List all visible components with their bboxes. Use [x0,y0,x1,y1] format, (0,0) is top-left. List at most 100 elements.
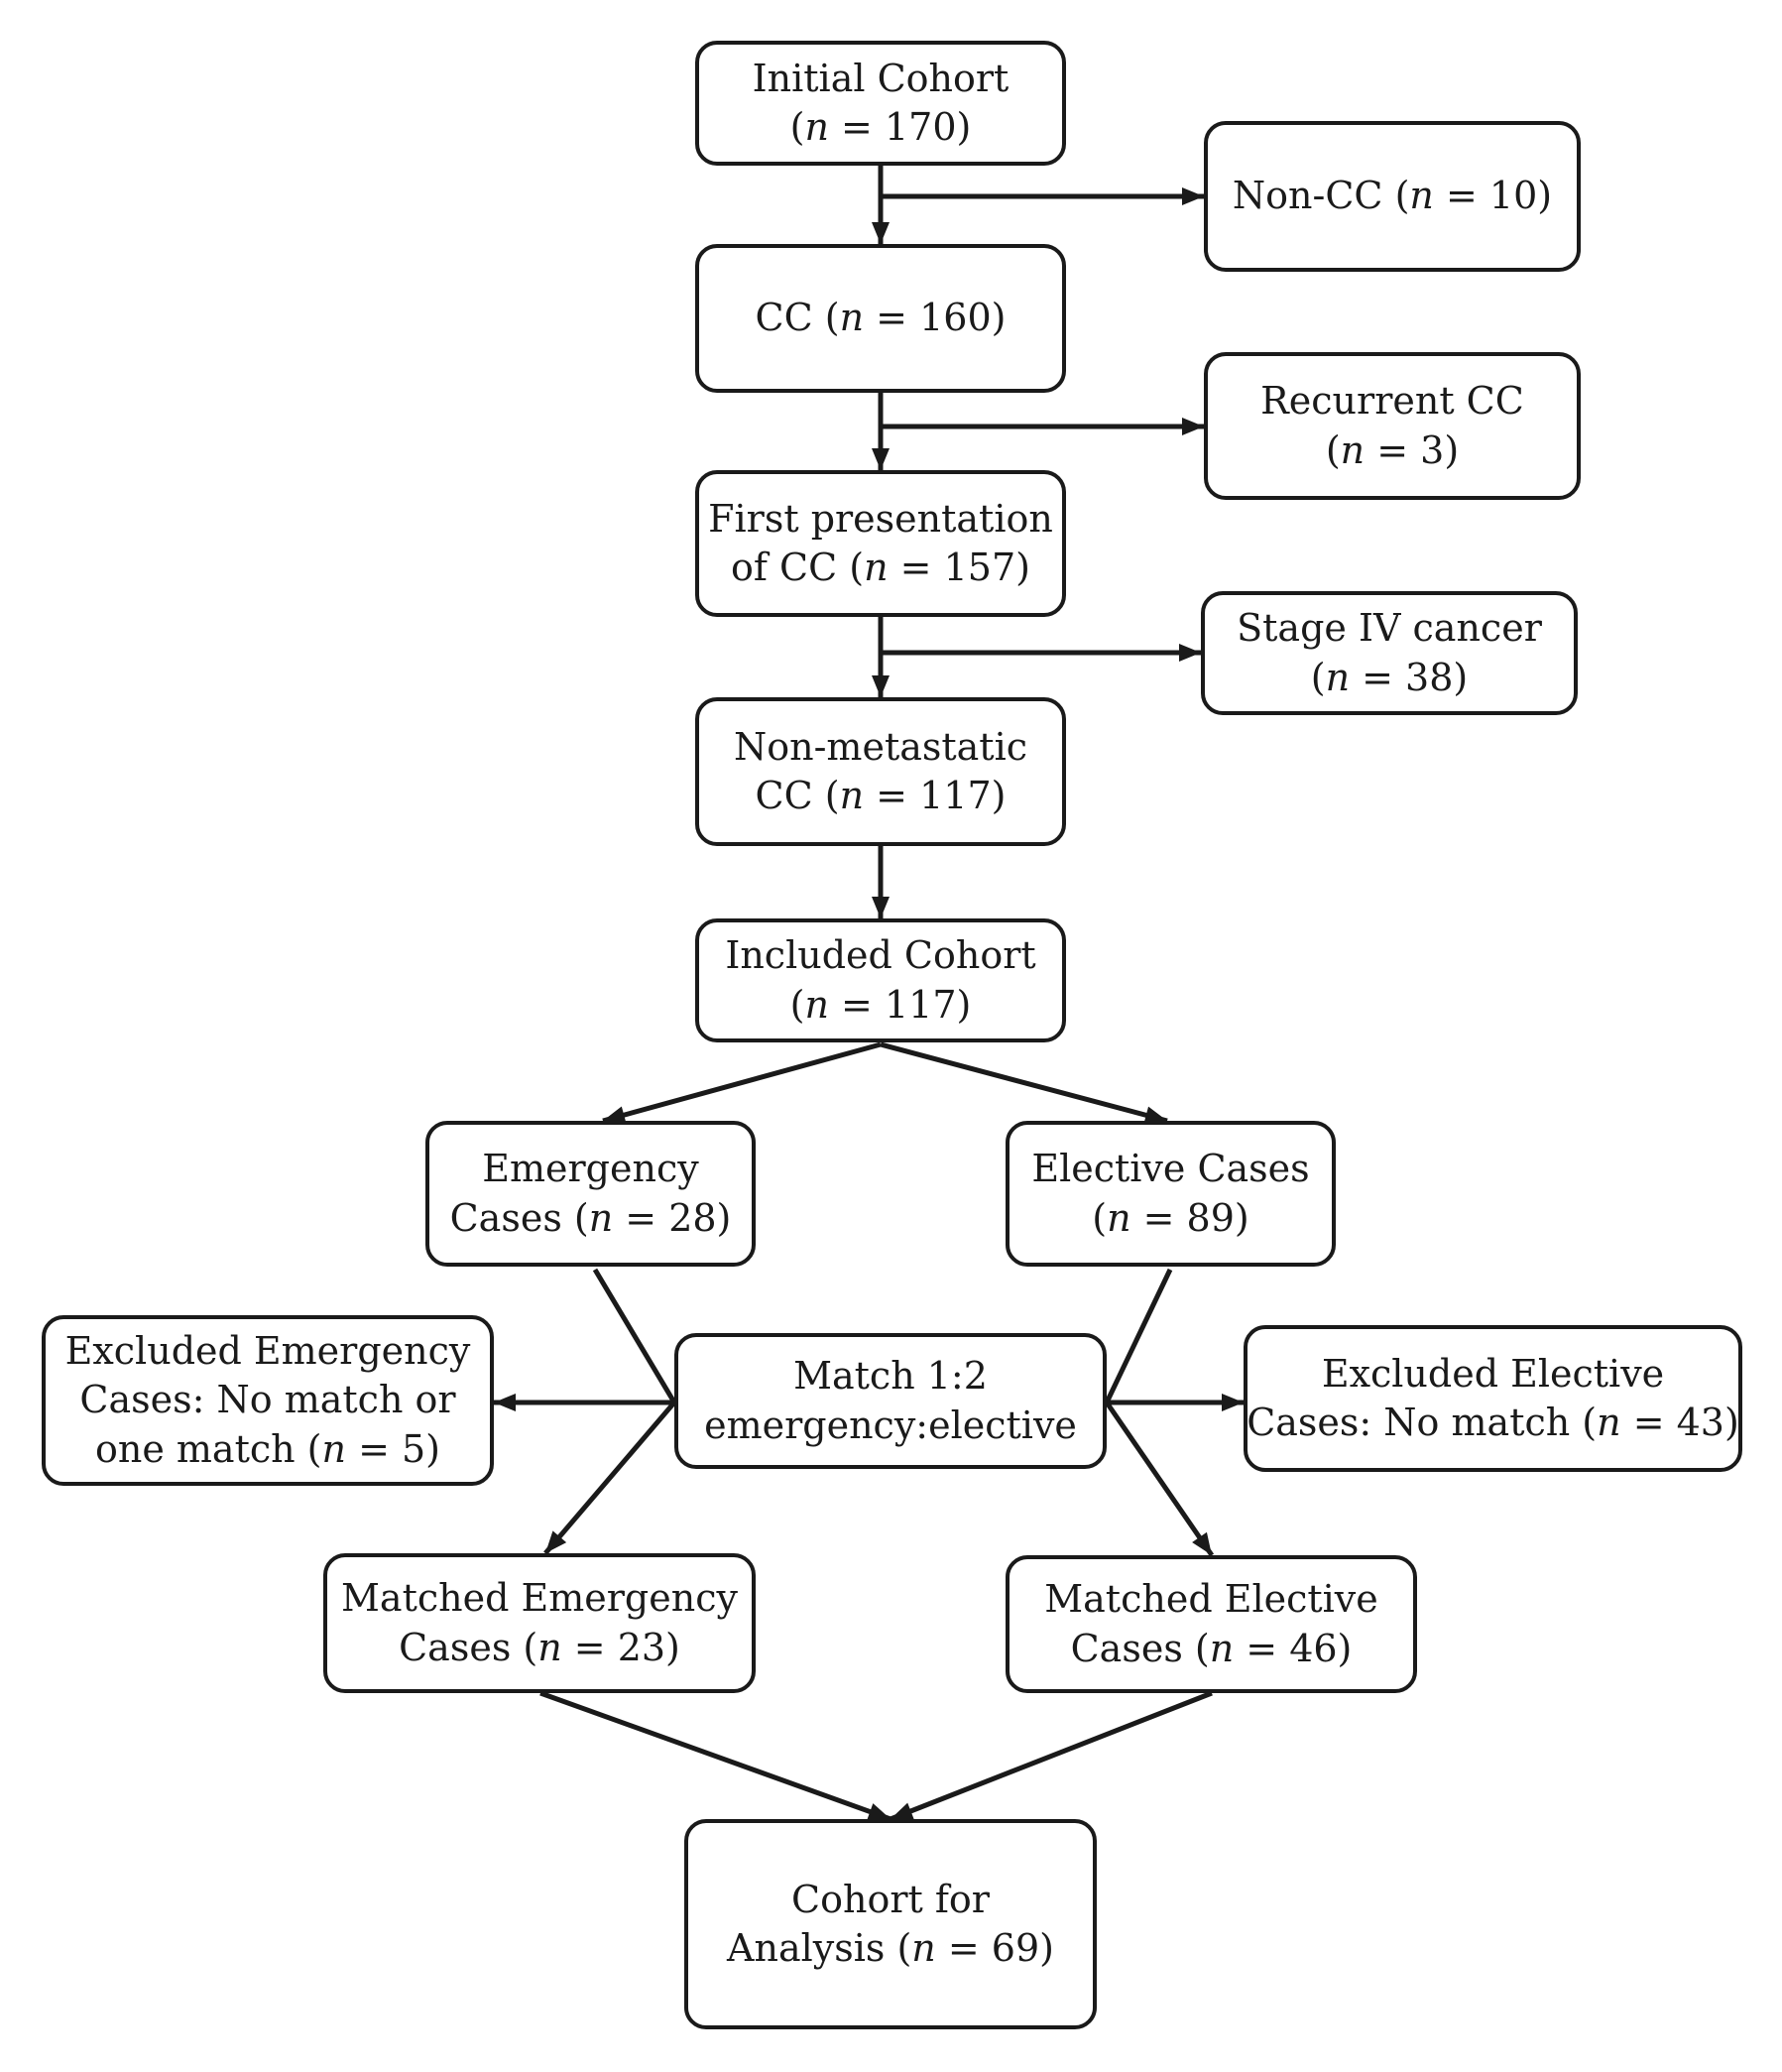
n-symbol: n [1340,427,1366,472]
label-text: Cases: No match or [79,1378,456,1422]
node-label-line: Cases: No match (n = 43) [1247,1399,1739,1447]
n-symbol: n [864,546,889,589]
node-stage-iv-cancer: Stage IV cancer(n = 38) [1201,591,1578,715]
node-label-line: Cases (n = 28) [450,1194,732,1243]
n-symbol: n [804,105,829,149]
label-text: = 10) [1433,174,1553,218]
edge-match-to-matchElec [1104,1401,1215,1557]
node-label-line: Analysis (n = 69) [727,1924,1054,1973]
node-label-line: Initial Cohort [753,55,1010,103]
label-text: Excluded Emergency [64,1328,471,1373]
node-label-line: Cohort for [727,1876,1054,1924]
node-label-line: Elective Cases [1031,1145,1309,1193]
arrowhead-match-to-exclEmerg [494,1394,516,1411]
node-label-line: Stage IV cancer [1237,604,1542,653]
label-text: Initial Cohort [752,56,1010,100]
label-text: = 23) [561,1625,680,1669]
n-symbol: n [1209,1626,1235,1670]
arrowhead-included-to-elective [1143,1106,1167,1125]
node-label-line: Included Cohort [725,931,1035,980]
label-text: Non-CC ( [1232,174,1410,218]
n-symbol: n [1107,1195,1131,1240]
arrowhead-cc-to-first [872,448,890,470]
node-label-line: CC (n = 117) [734,772,1027,820]
label-text: ( [789,982,805,1027]
label-text: = 3) [1365,427,1460,472]
label-text: First presentation [708,496,1053,541]
edge-emergency-to-match [592,1268,677,1404]
arrowhead-match-to-matchElec [1192,1531,1212,1555]
node-label-line: Matched Elective [1044,1575,1378,1624]
edge-included-to-emergency [602,1041,882,1124]
arrowhead-first-to-nonmet [872,675,890,697]
node-label: Stage IV cancer(n = 38) [1237,604,1542,702]
label-text: = 69) [935,1926,1054,1970]
label-text: Recurrent CC [1260,379,1524,424]
node-non-cc: Non-CC (n = 10) [1204,121,1581,272]
node-label-line: emergency:elective [704,1402,1077,1450]
n-symbol: n [1409,174,1434,218]
node-label-line: Cases (n = 23) [341,1624,738,1672]
arrowhead-match-to-exclElec [1222,1394,1244,1411]
label-text: Analysis ( [727,1926,912,1970]
label-text: = 28) [613,1195,732,1240]
node-label-line: Cases: No match or [65,1376,471,1424]
node-label: CC (n = 160) [756,294,1007,342]
node-label-line: Cases (n = 46) [1044,1625,1378,1673]
arrowhead-first-to-stage4 [1179,644,1201,662]
label-text: Cohort for [791,1877,990,1921]
node-initial-cohort: Initial Cohort (n = 170) [695,41,1066,166]
label-text: Cases ( [1070,1626,1210,1670]
n-symbol: n [911,1926,936,1970]
node-label-line: Emergency [450,1145,732,1193]
label-text: Matched Elective [1044,1577,1378,1622]
node-label-line: CC (n = 160) [756,294,1007,342]
n-symbol: n [1597,1401,1621,1444]
node-included-cohort: Included Cohort(n = 117) [695,918,1066,1042]
arrowhead-included-to-emergency [603,1106,627,1124]
label-text: ( [1325,427,1341,472]
label-text: of CC ( [731,546,865,589]
node-label-line: Match 1:2 [704,1352,1077,1401]
edge-matchEmerg-to-analysis [539,1690,891,1822]
label-text: CC ( [755,296,840,340]
n-symbol: n [804,982,829,1027]
label-text: CC ( [755,774,840,817]
node-label-line: Excluded Elective [1247,1350,1739,1399]
label-text: Elective Cases [1031,1147,1310,1191]
node-cc: CC (n = 160) [695,244,1066,393]
label-text: Stage IV cancer [1237,606,1542,651]
label-text: = 170) [828,105,972,149]
node-label-line: (n = 38) [1237,654,1542,702]
label-text: = 5) [346,1426,440,1471]
label-text: Match 1:2 [793,1354,988,1399]
node-label-line: of CC (n = 157) [708,544,1053,592]
node-label-line: (n = 117) [725,981,1035,1030]
arrowhead-initial-to-noncc [1182,187,1204,205]
node-label-line: one match (n = 5) [65,1425,471,1474]
label-text: Cases ( [399,1625,538,1669]
node-elective-cases: Elective Cases(n = 89) [1006,1121,1336,1267]
label-text: ( [789,105,805,149]
node-label: Included Cohort(n = 117) [725,931,1035,1030]
node-label: Elective Cases(n = 89) [1031,1145,1309,1243]
n-symbol: n [537,1625,562,1669]
n-symbol: n [588,1195,614,1240]
label-text: Cases: No match ( [1247,1401,1598,1444]
label-text: Emergency [482,1147,699,1191]
n-symbol: n [321,1426,346,1471]
